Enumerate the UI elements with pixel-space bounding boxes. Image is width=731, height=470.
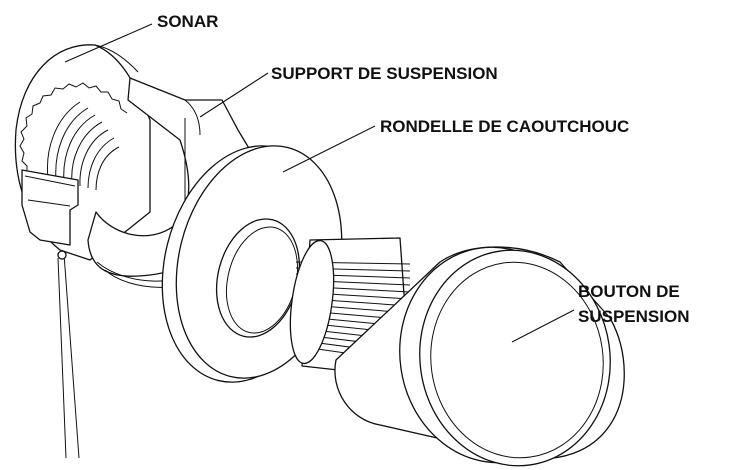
leader-lines: [64, 23, 575, 343]
label-sonar: SONAR: [157, 12, 218, 31]
label-suspension-bracket: SUPPORT DE SUSPENSION: [271, 64, 498, 83]
leader-knob: [511, 309, 575, 343]
sonar-unit: [14, 44, 151, 261]
label-suspension-knob-line2: SUSPENSION: [578, 307, 689, 326]
leader-bracket: [199, 72, 269, 118]
label-rubber-washer: RONDELLE DE CAOUTCHOUC: [380, 117, 629, 136]
leader-washer: [282, 125, 376, 173]
label-suspension-knob-line1: BOUTON DE: [578, 282, 680, 301]
sonar-cable: [57, 250, 80, 459]
suspension-knob: [334, 246, 625, 467]
leader-sonar: [64, 23, 153, 63]
